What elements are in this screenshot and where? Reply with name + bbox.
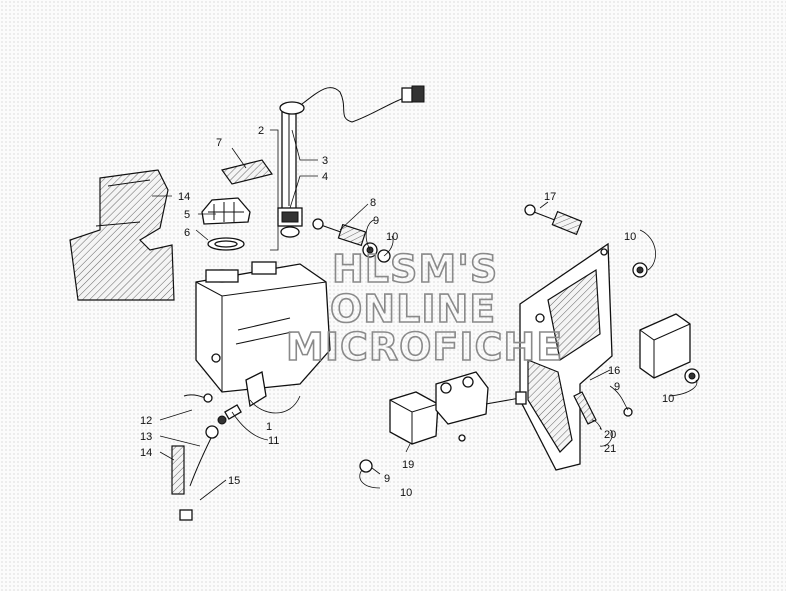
callout-19: 19 bbox=[402, 459, 414, 471]
callout-20: 20 bbox=[604, 429, 616, 441]
leader-lines bbox=[152, 129, 698, 501]
callout-6: 6 bbox=[184, 227, 190, 239]
callout-21: 21 bbox=[604, 443, 616, 455]
fuel-sender-part bbox=[277, 85, 425, 238]
relay-box-part bbox=[639, 313, 700, 384]
watermark-line-1: HLSM'S bbox=[332, 247, 498, 291]
decal-part bbox=[220, 159, 274, 185]
callout-3: 3 bbox=[322, 155, 328, 167]
callout-17: 16 bbox=[608, 365, 620, 377]
callout-10b: 10 bbox=[624, 231, 636, 243]
callout-11: 11 bbox=[268, 435, 279, 447]
callout-14: 14 bbox=[140, 447, 152, 459]
lower-right-hardware-part bbox=[573, 391, 633, 425]
callout-10d: 10 bbox=[400, 487, 412, 499]
callout-10a: 10 bbox=[386, 231, 398, 243]
callout-13: 13 bbox=[140, 431, 152, 443]
callout-4: 4 bbox=[322, 171, 328, 183]
callout-9a: 9 bbox=[373, 215, 379, 227]
callout-5: 5 bbox=[184, 209, 190, 221]
callout-8: 8 bbox=[370, 197, 376, 209]
fuel-cap-part bbox=[201, 197, 251, 251]
module-part bbox=[359, 371, 527, 473]
fuel-line-fittings-part bbox=[171, 393, 242, 521]
callout-1: 1 bbox=[266, 421, 272, 433]
callout-2: 2 bbox=[258, 125, 264, 137]
callout-18: 17 bbox=[544, 191, 556, 203]
watermark-line-2: ONLINE bbox=[330, 287, 496, 331]
bracket-plate-part bbox=[519, 242, 613, 471]
callout-16: 14 bbox=[178, 191, 190, 203]
fuel-tank-part bbox=[195, 261, 331, 408]
callout-9b: 9 bbox=[614, 381, 620, 393]
callout-9c: 9 bbox=[384, 473, 390, 485]
callout-15: 15 bbox=[228, 475, 240, 487]
callout-7: 7 bbox=[216, 137, 222, 149]
upper-right-bolts-part bbox=[524, 204, 648, 278]
callout-12: 12 bbox=[140, 415, 152, 427]
callout-10c: 10 bbox=[662, 393, 674, 405]
heat-shield-part bbox=[69, 169, 175, 301]
watermark-line-3: MICROFICHE bbox=[286, 325, 563, 369]
